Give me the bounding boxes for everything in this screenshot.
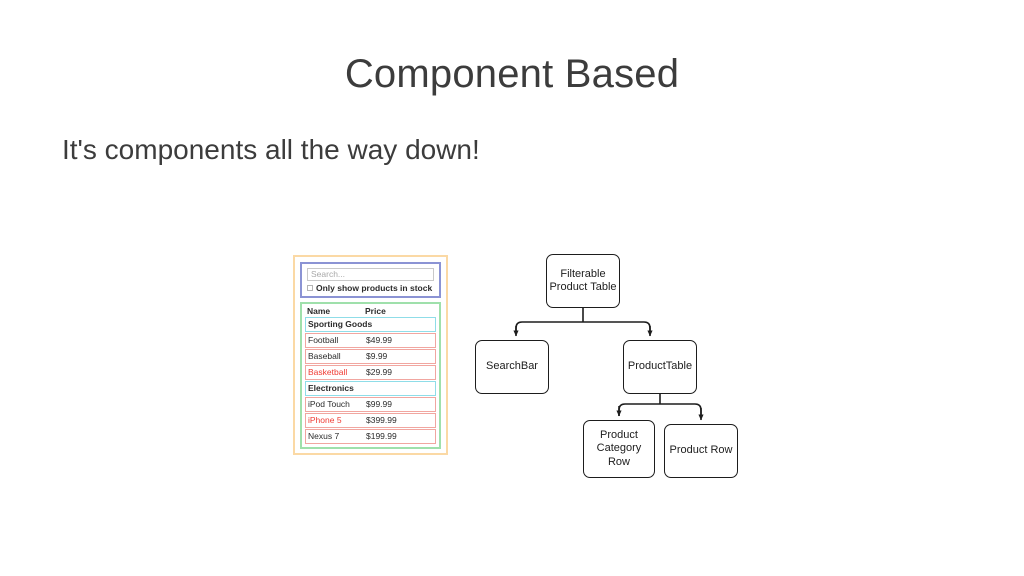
product-price: $199.99 xyxy=(366,431,397,441)
component-tree-diagram: Filterable Product Table SearchBar Produ… xyxy=(466,248,756,488)
product-price: $99.99 xyxy=(366,399,392,409)
product-name: iPod Touch xyxy=(308,400,350,409)
table-row: Football $49.99 xyxy=(305,333,436,348)
tree-node-label-line1: Filterable xyxy=(560,267,606,280)
table-row: iPod Touch $99.99 xyxy=(305,397,436,412)
tree-node-label: ProductTable xyxy=(627,360,693,373)
tree-node-label: SearchBar xyxy=(486,360,538,373)
product-price: $9.99 xyxy=(366,351,388,361)
tree-node-label: Filterable Product Table xyxy=(549,268,616,295)
product-category-row: Electronics xyxy=(305,381,436,396)
table-header-row: Name Price xyxy=(305,306,436,318)
column-header-price: Price xyxy=(365,305,386,316)
tree-node-label-line1: Product xyxy=(600,428,638,441)
tree-node-filterable-product-table[interactable]: Filterable Product Table xyxy=(546,254,620,308)
tree-node-label-line2: Category xyxy=(596,442,642,455)
column-header-name: Name xyxy=(307,305,331,316)
tree-connectors xyxy=(513,308,704,421)
in-stock-checkbox-label: Only show products in stock xyxy=(316,283,433,293)
tree-node-label: Product Category Row xyxy=(597,429,642,469)
category-name: Sporting Goods xyxy=(308,319,373,329)
filterable-product-table-mockup: Search... Only show products in stock Na… xyxy=(293,255,448,455)
product-price: $399.99 xyxy=(366,415,397,425)
table-row: Basketball $29.99 xyxy=(305,365,436,380)
product-name: iPhone 5 xyxy=(308,416,342,425)
product-name: Basketball xyxy=(308,368,348,377)
mockup-product-table: Name Price Sporting Goods Football $49.9… xyxy=(300,301,441,449)
tree-node-search-bar[interactable]: SearchBar xyxy=(475,340,549,394)
mockup-search-bar: Search... Only show products in stock xyxy=(300,262,441,298)
edge-root-bus xyxy=(515,321,651,334)
product-price: $29.99 xyxy=(366,367,392,377)
product-price: $49.99 xyxy=(366,335,392,345)
product-name: Nexus 7 xyxy=(308,432,340,441)
search-input[interactable]: Search... xyxy=(307,268,434,281)
product-name: Baseball xyxy=(308,352,341,361)
product-category-row: Sporting Goods xyxy=(305,317,436,332)
tree-node-product-row[interactable]: Product Row xyxy=(664,424,738,478)
table-row: Nexus 7 $199.99 xyxy=(305,429,436,444)
tree-node-product-table[interactable]: ProductTable xyxy=(623,340,697,394)
edge-producttable-bus xyxy=(618,403,702,416)
page-title: Component Based xyxy=(344,52,680,96)
table-row: Baseball $9.99 xyxy=(305,349,436,364)
in-stock-checkbox[interactable] xyxy=(307,285,313,292)
product-name: Football xyxy=(308,336,339,345)
tree-node-label: Product Row xyxy=(669,444,733,457)
in-stock-filter-row[interactable]: Only show products in stock xyxy=(307,284,434,293)
page-subtitle: It's components all the way down! xyxy=(62,134,480,165)
tree-node-label-line2: Product Table xyxy=(549,281,617,293)
table-row: iPhone 5 $399.99 xyxy=(305,413,436,428)
search-placeholder-text: Search... xyxy=(311,269,346,280)
category-name: Electronics xyxy=(308,383,354,393)
tree-node-label-line3: Row xyxy=(607,455,630,468)
tree-node-product-category-row[interactable]: Product Category Row xyxy=(583,420,655,478)
